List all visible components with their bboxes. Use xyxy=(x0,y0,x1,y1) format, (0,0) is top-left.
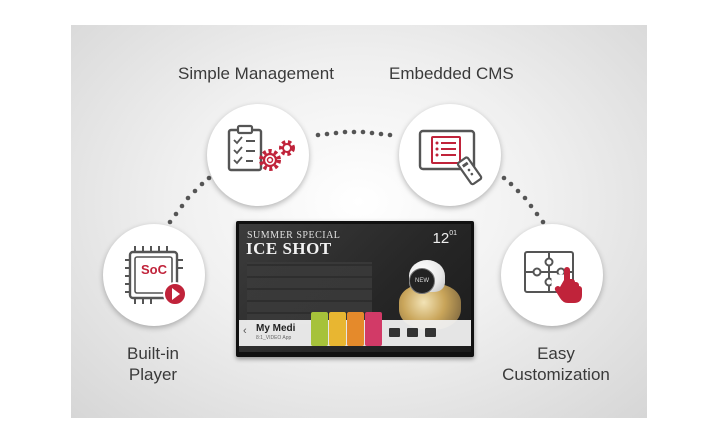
app-tile-lime xyxy=(311,312,328,346)
display-screen: SUMMER SPECIAL ICE SHOT 1201 NEW ‹ My Me… xyxy=(239,224,471,352)
monitor-remote-icon xyxy=(418,129,483,186)
feature-diagram-panel: Simple Management Embedded CMS Built-in … xyxy=(71,25,647,418)
simple-management-label: Simple Management xyxy=(178,64,334,83)
app-tile-orange xyxy=(347,312,364,346)
new-badge: NEW xyxy=(409,268,435,294)
signage-display: SUMMER SPECIAL ICE SHOT 1201 NEW ‹ My Me… xyxy=(236,221,474,357)
launcher-bar: ‹ My Medi 8:1_VIDEO App xyxy=(239,312,471,346)
app-tile-pink xyxy=(365,312,382,346)
clipboard-gears-icon xyxy=(227,124,295,172)
app-tile-yellow xyxy=(329,312,346,346)
promo-title-small: SUMMER SPECIAL xyxy=(247,230,341,241)
builtin-player-circle: SoC xyxy=(103,224,205,326)
input-icon xyxy=(425,328,436,337)
launcher-app-name: My Medi xyxy=(256,323,296,334)
input-icon xyxy=(407,328,418,337)
chevron-left-icon: ‹ xyxy=(243,325,247,337)
builtin-player-label: Built-in Player xyxy=(127,344,179,384)
soc-chip-play-icon xyxy=(125,246,187,306)
puzzle-hand-icon xyxy=(524,251,582,303)
launcher-app-subtitle: 8:1_VIDEO App xyxy=(256,335,292,341)
connector-dots xyxy=(167,129,546,225)
embedded-cms-label: Embedded CMS xyxy=(389,64,514,83)
embedded-cms-circle xyxy=(399,104,501,206)
clock-readout: 1201 xyxy=(432,230,457,247)
input-icon xyxy=(389,328,400,337)
easy-customization-label: Easy Customization xyxy=(502,344,610,384)
soc-label: SoC xyxy=(141,262,167,277)
simple-management-circle xyxy=(207,104,309,206)
promo-title-large: ICE SHOT xyxy=(246,239,332,258)
easy-customization-circle xyxy=(501,224,603,326)
